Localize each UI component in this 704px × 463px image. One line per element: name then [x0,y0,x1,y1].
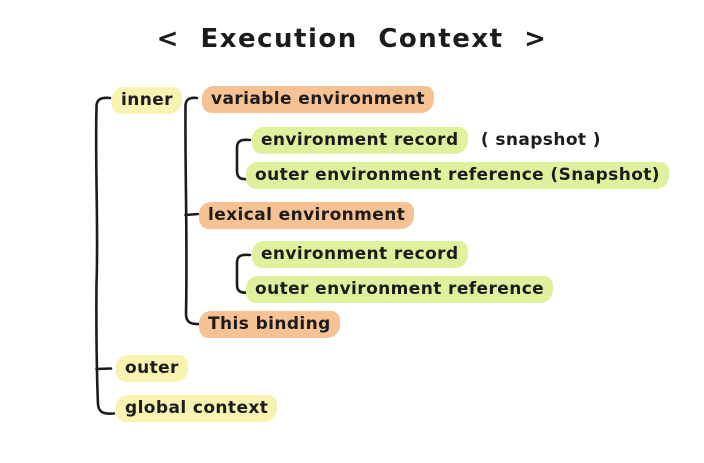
bracket-inner-children-mid-tick [184,212,200,217]
node-outer-label: outer [116,355,188,382]
bracket-variable-env-children [235,138,253,181]
node-outer-environment-reference: outer environment reference [246,276,554,303]
node-environment-record: environment record [252,241,468,268]
node-inner-label: inner [112,87,182,114]
bracket-root [94,96,116,416]
node-this-binding: This binding [199,311,340,338]
node-variable-environment: variable environment [202,86,434,113]
bracket-root-outer-tick [95,367,113,371]
node-outer: outer [116,355,188,382]
node-global-context: global context [116,395,278,422]
node-inner: inner [112,87,182,114]
node-outer-environment-reference-label: outer environment reference [246,276,554,303]
node-outer-environment-reference-snapshot-label: outer environment reference (Snapshot) [246,162,669,189]
diagram-title: < Execution Context > [156,24,548,54]
node-lexical-environment: lexical environment [199,202,415,229]
node-lexical-environment-label: lexical environment [199,202,415,229]
node-global-context-label: global context [116,395,278,422]
bracket-lexical-env-children [235,253,253,295]
node-outer-environment-reference-snapshot: outer environment reference (Snapshot) [246,162,669,189]
bracket-inner-children [184,96,201,326]
node-environment-record-snapshot-suffix: ( snapshot ) [480,130,601,150]
node-environment-record-label: environment record [252,241,468,268]
node-variable-environment-label: variable environment [202,86,434,113]
node-environment-record-snapshot-label: environment record [252,127,468,154]
node-this-binding-label: This binding [199,311,340,338]
node-environment-record-snapshot: environment record ( snapshot ) [252,127,601,154]
